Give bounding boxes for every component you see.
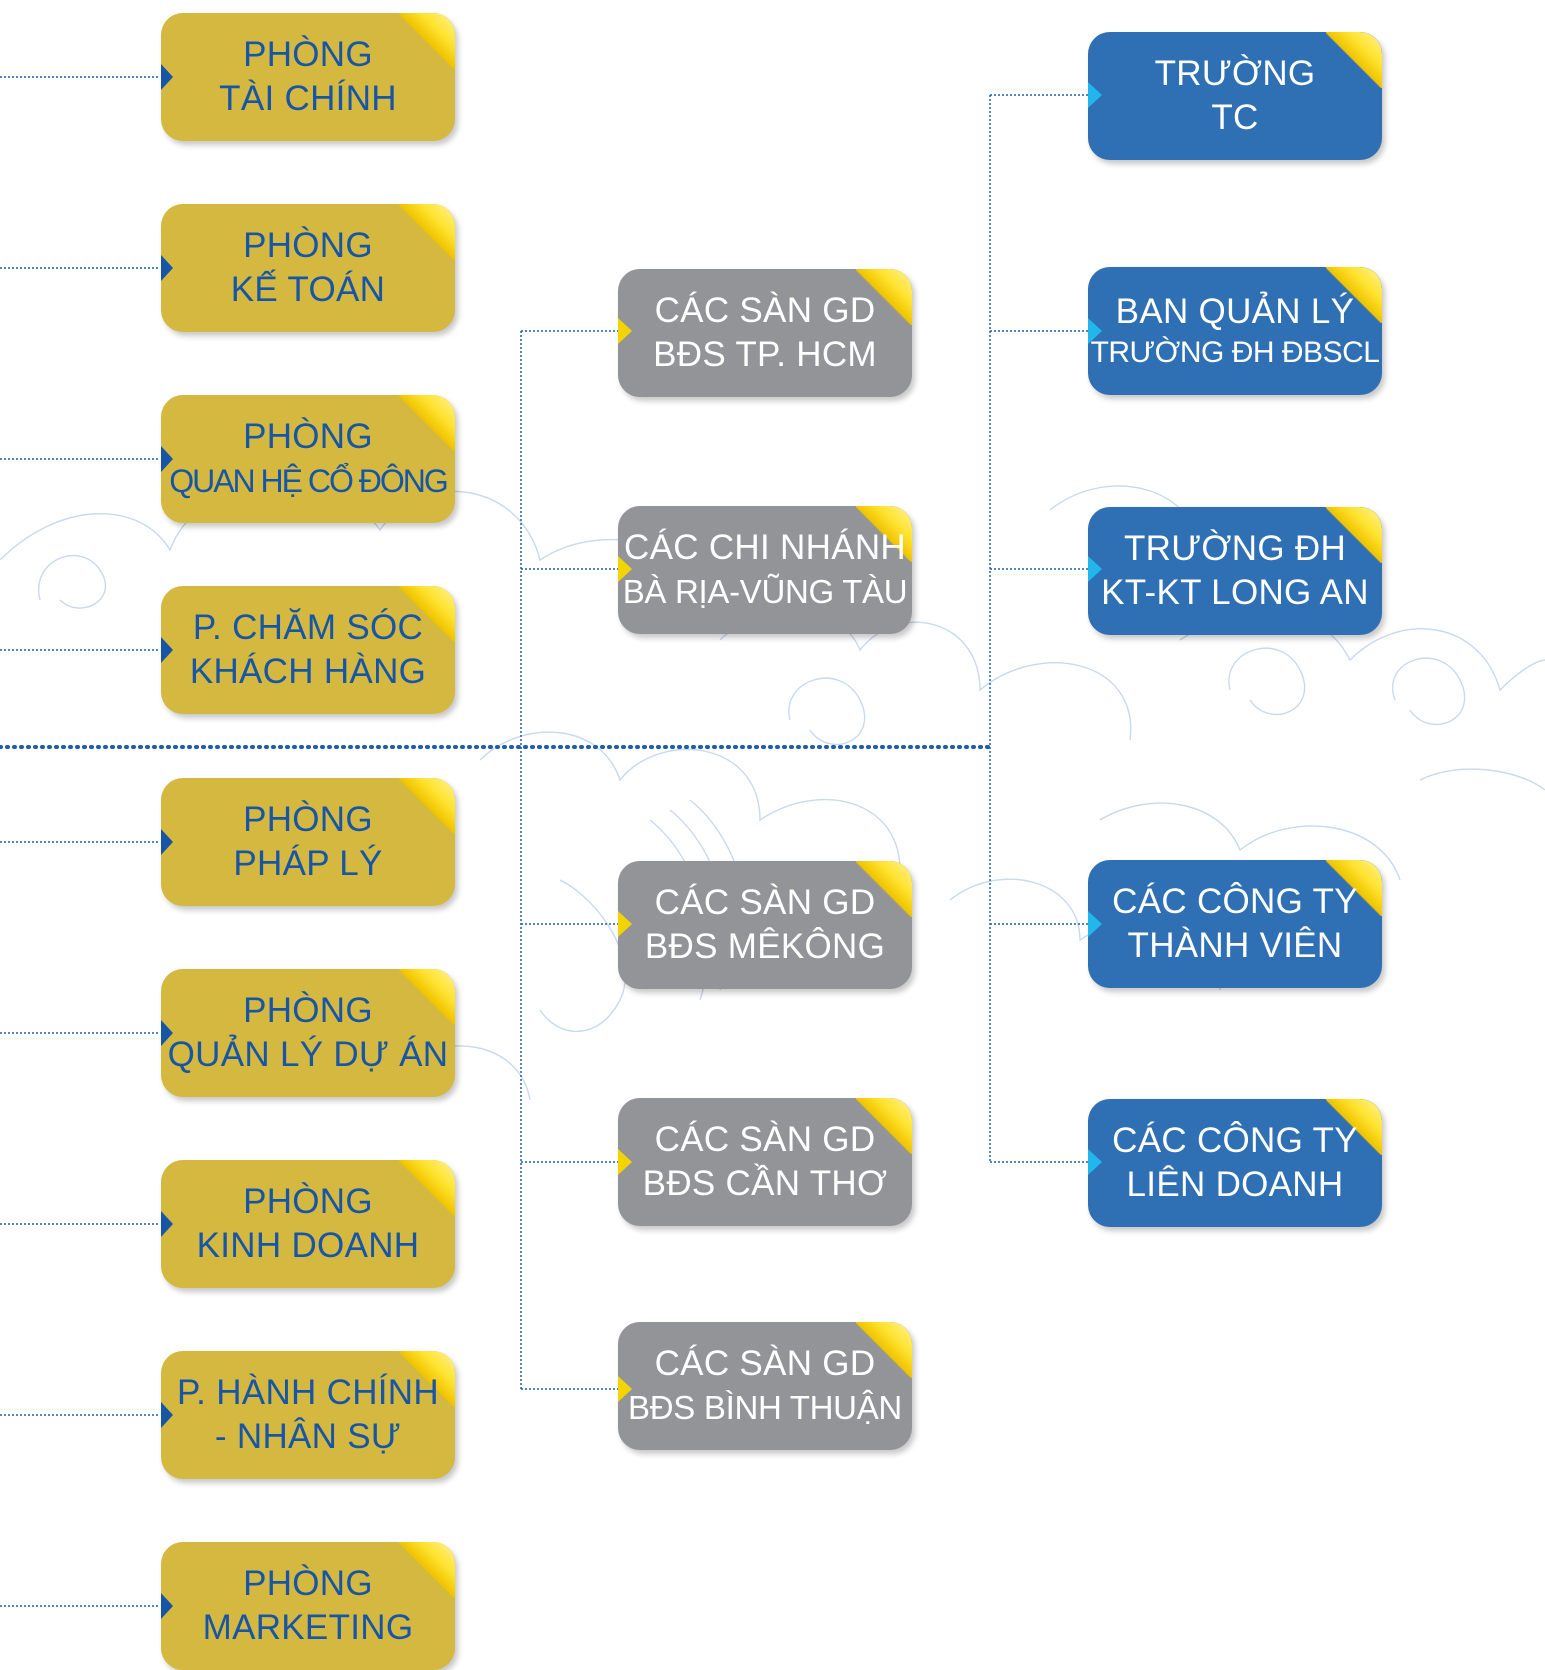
- node-left-3: PHÒNG QUAN HỆ CỔ ĐÔNG: [161, 395, 455, 523]
- arrow-right-3: [1088, 556, 1102, 582]
- node-mid-5: CÁC SÀN GD BĐS BÌNH THUẬN: [618, 1322, 912, 1450]
- node-mid-5-line-1: CÁC SÀN GD: [654, 1344, 876, 1383]
- arrow-mid-2: [618, 556, 632, 582]
- arrow-mid-3: [618, 911, 632, 937]
- node-mid-3: CÁC SÀN GD BĐS MÊKÔNG: [618, 861, 912, 989]
- node-left-5-line-2: PHÁP LÝ: [233, 844, 383, 883]
- node-right-1-line-2: TC: [1211, 98, 1259, 137]
- node-left-5: PHÒNG PHÁP LÝ: [161, 778, 455, 906]
- node-right-3: TRƯỜNG ĐH KT-KT LONG AN: [1088, 507, 1382, 635]
- node-right-4-line-2: THÀNH VIÊN: [1127, 926, 1343, 965]
- arrow-left-1: [161, 64, 173, 90]
- arrow-mid-4: [618, 1149, 632, 1175]
- arrow-left-2: [161, 255, 173, 281]
- node-right-1-line-1: TRƯỜNG: [1154, 54, 1316, 93]
- arrow-right-2: [1088, 318, 1102, 344]
- arrow-left-6: [161, 1020, 173, 1046]
- node-mid-3-line-2: BĐS MÊKÔNG: [644, 927, 886, 966]
- arrow-left-4: [161, 637, 173, 663]
- node-mid-1-line-2: BĐS TP. HCM: [653, 335, 877, 374]
- node-left-7-line-2: KINH DOANH: [196, 1226, 420, 1265]
- node-right-5: CÁC CÔNG TY LIÊN DOANH: [1088, 1099, 1382, 1227]
- arrow-right-4: [1088, 911, 1102, 937]
- node-left-6-line-2: QUẢN LÝ DỰ ÁN: [167, 1035, 449, 1074]
- arrow-mid-1: [618, 318, 632, 344]
- node-mid-4-line-1: CÁC SÀN GD: [654, 1120, 876, 1159]
- node-left-6: PHÒNG QUẢN LÝ DỰ ÁN: [161, 969, 455, 1097]
- node-left-4-line-2: KHÁCH HÀNG: [189, 652, 427, 691]
- node-left-9-line-1: PHÒNG: [243, 1564, 373, 1603]
- node-left-7-line-1: PHÒNG: [243, 1182, 373, 1221]
- node-mid-1-line-1: CÁC SÀN GD: [654, 291, 876, 330]
- node-left-2: PHÒNG KẾ TOÁN: [161, 204, 455, 332]
- node-right-4-line-1: CÁC CÔNG TY: [1112, 882, 1358, 921]
- arrow-left-5: [161, 829, 173, 855]
- node-right-2: BAN QUẢN LÝ TRƯỜNG ĐH ĐBSCL: [1088, 267, 1382, 395]
- node-mid-5-line-2: BĐS BÌNH THUẬN: [628, 1389, 902, 1426]
- node-left-3-line-2: QUAN HỆ CỔ ĐÔNG: [169, 463, 449, 499]
- node-right-3-line-2: KT-KT LONG AN: [1101, 573, 1369, 612]
- arrow-left-7: [161, 1211, 173, 1237]
- node-right-3-line-1: TRƯỜNG ĐH: [1123, 529, 1347, 568]
- node-right-5-line-2: LIÊN DOANH: [1126, 1165, 1344, 1204]
- node-mid-2: CÁC CHI NHÁNH BÀ RỊA-VŨNG TÀU: [618, 506, 912, 634]
- node-left-9: PHÒNG MARKETING: [161, 1542, 455, 1670]
- node-left-1-line-2: TÀI CHÍNH: [219, 79, 397, 118]
- node-left-2-line-2: KẾ TOÁN: [230, 270, 386, 309]
- node-left-1-line-1: PHÒNG: [243, 35, 373, 74]
- node-right-5-line-1: CÁC CÔNG TY: [1112, 1121, 1358, 1160]
- node-left-3-line-1: PHÒNG: [243, 417, 373, 456]
- node-left-2-line-1: PHÒNG: [243, 226, 373, 265]
- node-right-1: TRƯỜNG TC: [1088, 32, 1382, 160]
- node-right-2-line-2: TRƯỜNG ĐH ĐBSCL: [1090, 336, 1380, 369]
- arrow-right-5: [1088, 1149, 1102, 1175]
- node-mid-2-line-2: BÀ RỊA-VŨNG TÀU: [622, 573, 908, 610]
- node-left-9-line-2: MARKETING: [202, 1608, 414, 1647]
- node-right-2-line-1: BAN QUẢN LÝ: [1115, 292, 1355, 331]
- node-left-5-line-1: PHÒNG: [243, 800, 373, 839]
- node-mid-4-line-2: BĐS CẦN THƠ: [642, 1164, 888, 1203]
- node-left-4-line-1: P. CHĂM SÓC: [192, 608, 424, 647]
- arrow-left-3: [161, 446, 173, 472]
- arrow-left-9: [161, 1593, 173, 1619]
- arrow-mid-5: [618, 1376, 632, 1402]
- node-left-4: P. CHĂM SÓC KHÁCH HÀNG: [161, 586, 455, 714]
- node-left-6-line-1: PHÒNG: [243, 991, 373, 1030]
- node-left-8-line-1: P. HÀNH CHÍNH: [177, 1373, 439, 1412]
- node-left-1: PHÒNG TÀI CHÍNH: [161, 13, 455, 141]
- node-mid-2-line-1: CÁC CHI NHÁNH: [624, 528, 906, 567]
- node-mid-3-line-1: CÁC SÀN GD: [654, 883, 876, 922]
- node-mid-1: CÁC SÀN GD BĐS TP. HCM: [618, 269, 912, 397]
- node-left-8-line-2: - NHÂN SỰ: [214, 1417, 402, 1456]
- node-left-8: P. HÀNH CHÍNH - NHÂN SỰ: [161, 1351, 455, 1479]
- arrow-right-1: [1088, 82, 1102, 108]
- node-left-7: PHÒNG KINH DOANH: [161, 1160, 455, 1288]
- arrow-left-8: [161, 1402, 173, 1428]
- node-right-4: CÁC CÔNG TY THÀNH VIÊN: [1088, 860, 1382, 988]
- node-mid-4: CÁC SÀN GD BĐS CẦN THƠ: [618, 1098, 912, 1226]
